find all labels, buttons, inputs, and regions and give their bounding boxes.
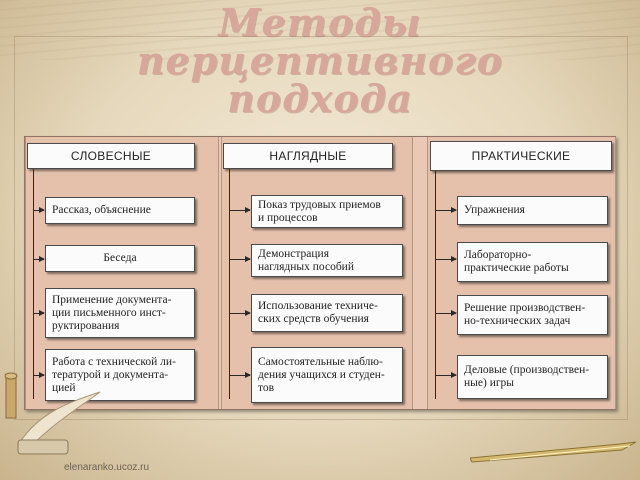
arrow-visual-1 [229,207,251,213]
method-box: Беседа [45,245,195,272]
arrow-visual-3 [229,310,251,316]
title-line-1: Методы [218,0,422,45]
website-credit: elenaranko.ucoz.ru [64,462,150,473]
slide-frame [14,36,628,420]
method-box: Рассказ, объяснение [45,197,195,224]
arrow-visual-4 [229,372,251,378]
connector-practical [435,171,436,399]
slide-title: Методы перцептивного подхода [0,4,640,118]
arrow-verbal-2 [33,256,45,262]
header-practical: ПРАКТИЧЕСКИЕ [430,141,612,171]
method-box: Решение производствен- но-технических за… [457,295,608,335]
header-verbal: СЛОВЕСНЫЕ [27,143,195,169]
method-box: Самостоятельные наблю- дения учащихся и … [251,347,403,403]
method-box: Использование техниче- ских средств обуч… [251,294,403,332]
arrow-practical-4 [435,372,457,378]
connector-verbal [33,169,34,399]
quill-pen-icon [4,372,101,455]
method-box: Упражнения [457,196,608,225]
arrow-verbal-3 [33,310,45,316]
arrow-visual-2 [229,256,251,262]
method-box: Демонстрация наглядных пособий [251,244,403,277]
method-box: Работа с технической ли- тературой и док… [45,349,195,401]
fountain-pen-icon [470,441,637,463]
arrow-practical-2 [435,256,457,262]
connector-visual [229,169,230,399]
method-box: Применение документа- ции письменного ин… [45,288,195,338]
header-visual: НАГЛЯДНЫЕ [223,143,393,169]
arrow-practical-1 [435,207,457,213]
title-line-3: подхода [227,76,413,121]
arrow-practical-3 [435,310,457,316]
methods-diagram: СЛОВЕСНЫЕ Рассказ, объяснение Беседа При… [24,136,616,410]
title-line-2: перцептивного [136,38,504,83]
arrow-verbal-1 [33,207,45,213]
method-box: Лабораторно- практические работы [457,242,608,282]
handwriting-texture [0,0,640,60]
method-box: Деловые (производствен- ные) игры [457,355,608,399]
method-box: Показ трудовых приемов и процессов [251,195,403,228]
arrow-verbal-4 [33,372,45,378]
